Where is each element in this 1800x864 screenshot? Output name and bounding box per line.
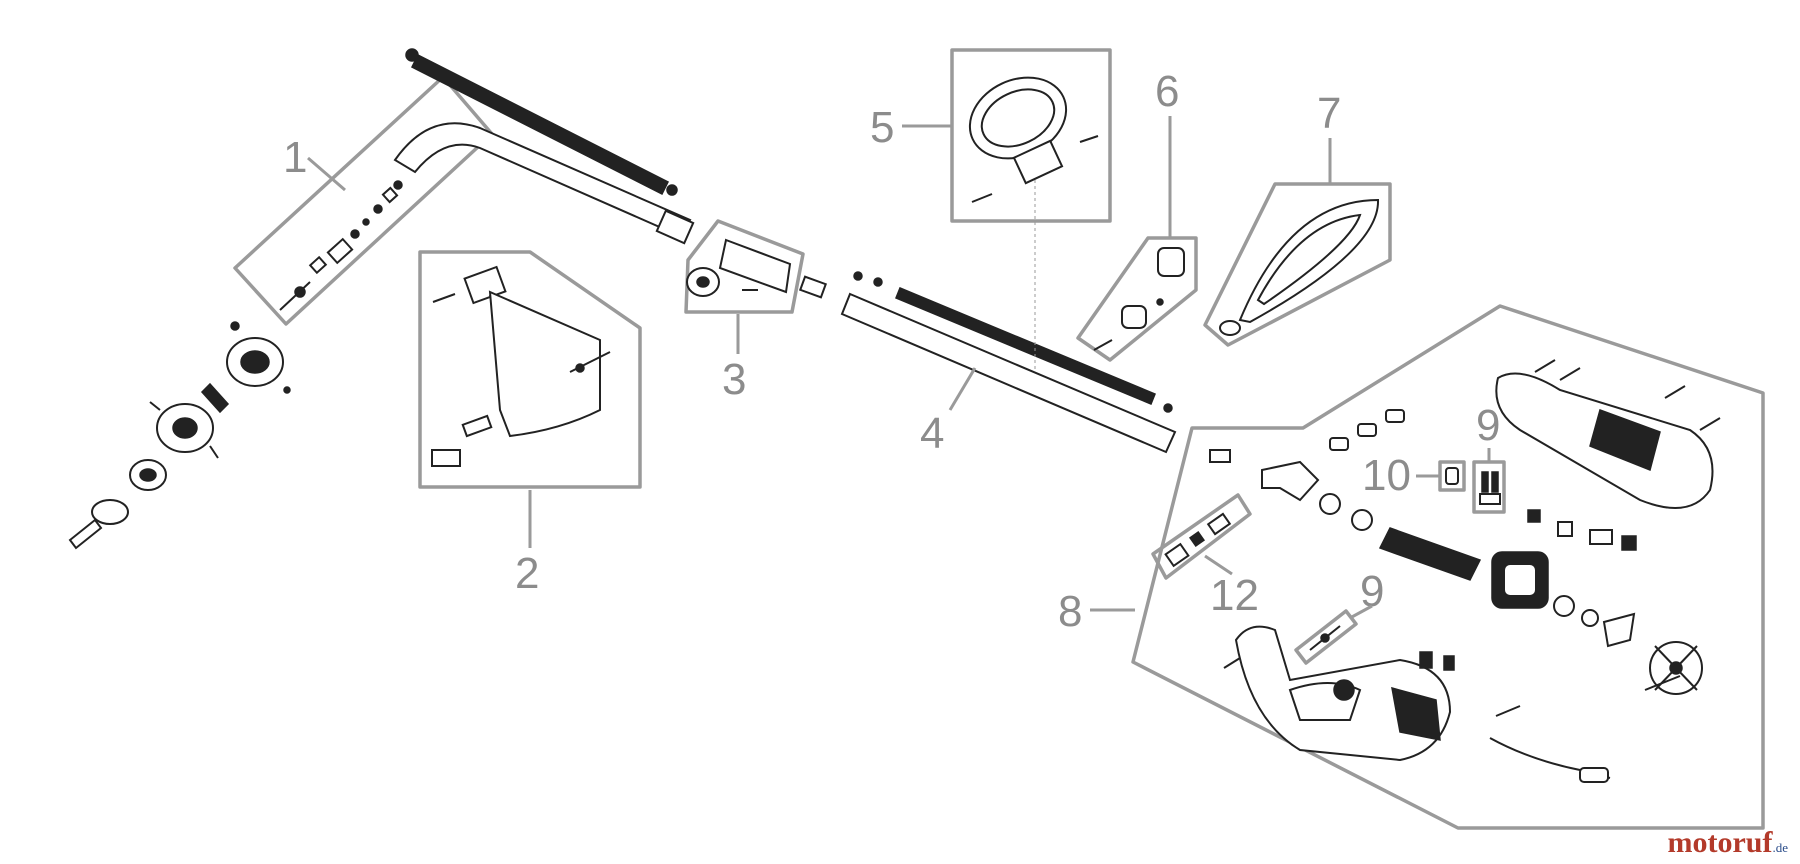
coupling-sleeve [718,238,792,294]
tube-grip-sleeve [410,53,670,196]
callout-8: 8 [1058,587,1082,636]
part-7-outline [1203,182,1392,347]
upper-tube [840,292,1177,454]
power-cable [1489,737,1611,779]
callout-12: 12 [1210,571,1259,620]
group-9-upper: 9 [1472,401,1506,514]
power-plug [1579,767,1609,783]
spring [200,382,230,414]
group-9-lower: 9 [1294,567,1384,665]
trigger-pin [1209,449,1231,463]
callout-10: 10 [1362,451,1411,500]
clamp-lower [1121,305,1147,329]
leader-1 [307,156,346,192]
callout-2: 2 [515,549,539,598]
callout-6: 6 [1155,67,1179,116]
cutter-head-parts [68,321,291,550]
part-8-outline [1131,304,1765,830]
part-1-outline [233,75,494,326]
group-4-upper-shaft: 4 [798,271,1177,458]
wrench-handle [68,518,103,550]
group-3-coupling: 3 [684,219,805,404]
group-2-guard: 2 [418,250,642,598]
callout-9-lower: 9 [1360,567,1384,616]
motoruf-watermark: motoruf.de [1667,826,1788,860]
watermark-tld: .de [1772,840,1788,855]
callout-3: 3 [722,355,746,404]
strap-hook [1219,320,1241,336]
group-5-loop-handle: 5 [870,48,1112,370]
part-12-outline [1151,493,1252,580]
group-12: 12 [1151,493,1259,620]
leader-9-lower [1349,604,1373,620]
trigger-lever [1261,460,1320,502]
group-10: 10 [1362,451,1466,500]
callout-9-upper: 9 [1476,401,1500,450]
wrench-ring [91,499,129,525]
guard-shield [488,290,601,438]
callout-1: 1 [283,133,307,182]
upper-tube-sleeve [895,287,1156,405]
part-9-lower-outline [1294,609,1358,665]
bent-tube [393,122,692,238]
watermark-brand: motoruf [1667,826,1773,859]
group-6-clamp: 6 [1076,67,1198,362]
clamp-upper [1157,247,1185,277]
leader-4 [948,367,977,411]
callout-5: 5 [870,103,894,152]
part-3-outline [684,219,805,314]
leader-12 [1204,554,1233,576]
callout-4: 4 [920,409,944,458]
motor-armature [1378,527,1482,581]
part-5-outline [950,48,1112,223]
guard-plate [431,449,461,467]
group-7-strap: 7 [1203,89,1392,347]
callout-7: 7 [1317,89,1341,138]
loop-handle-clamp [1012,139,1064,185]
group-8-motor-housing: 8 [1058,304,1765,830]
group-1-bent-shaft: 1 [233,48,695,326]
part-6-outline [1076,236,1198,362]
part-2-outline [418,250,642,489]
part-1-fasteners [279,180,403,311]
